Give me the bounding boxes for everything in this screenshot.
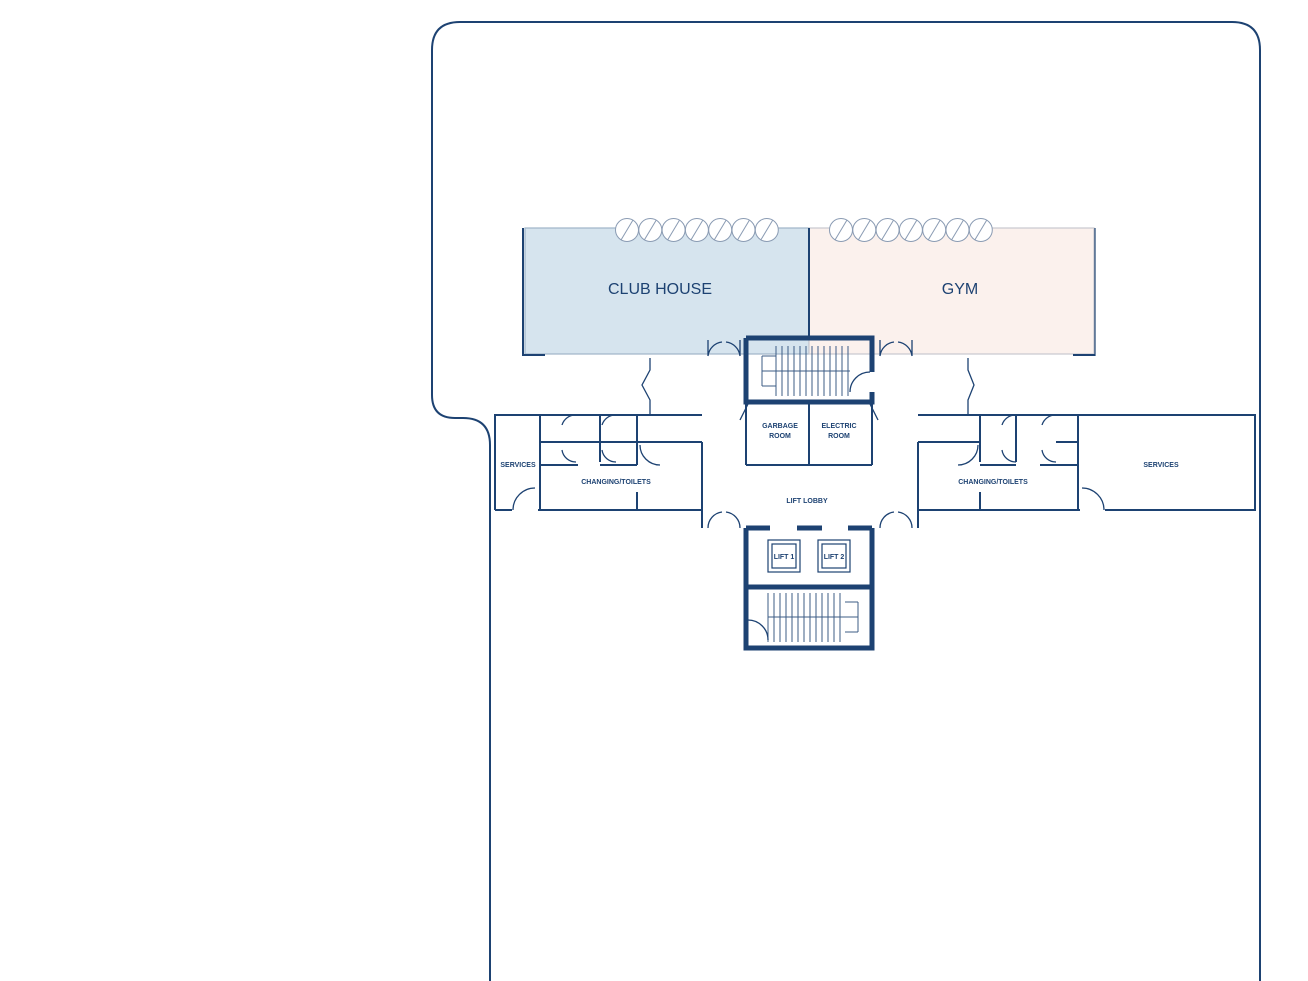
tree-icon <box>708 218 733 242</box>
garbage-room-label-1: GARBAGE <box>762 423 798 430</box>
lift-1-label: LIFT 1 <box>774 554 795 561</box>
changing-left-label: CHANGING/TOILETS <box>581 479 651 486</box>
upper-stair-core <box>739 335 879 466</box>
gym-label: GYM <box>942 281 978 298</box>
garbage-room-label-2: ROOM <box>769 433 791 440</box>
tree-icon <box>922 218 947 242</box>
left-wing <box>494 414 741 529</box>
tree-icon <box>638 218 663 242</box>
tree-icon <box>898 218 923 242</box>
club-house-room <box>524 227 810 355</box>
services-right-label: SERVICES <box>1143 462 1179 469</box>
changing-right-label: CHANGING/TOILETS <box>958 479 1028 486</box>
tree-icon <box>754 218 779 242</box>
tree-icon <box>731 218 756 242</box>
tree-icon <box>852 218 877 242</box>
right-wing <box>879 414 1256 529</box>
tree-icon <box>875 218 900 242</box>
lift-2-label: LIFT 2 <box>824 554 845 561</box>
tree-icon <box>968 218 993 242</box>
tree-icon <box>661 218 686 242</box>
lower-core <box>743 525 875 651</box>
gym-room <box>808 227 1095 355</box>
tree-icon <box>684 218 709 242</box>
electric-room-label-2: ROOM <box>828 433 850 440</box>
tree-icon <box>945 218 970 242</box>
tree-icon <box>615 218 639 242</box>
electric-room-label-1: ELECTRIC <box>822 423 857 430</box>
services-left-label: SERVICES <box>500 462 536 469</box>
club-house-label: CLUB HOUSE <box>608 281 712 298</box>
site-boundary <box>431 21 1261 981</box>
lift-lobby-label: LIFT LOBBY <box>786 498 828 505</box>
tree-row <box>615 218 993 242</box>
tree-icon <box>829 218 853 242</box>
